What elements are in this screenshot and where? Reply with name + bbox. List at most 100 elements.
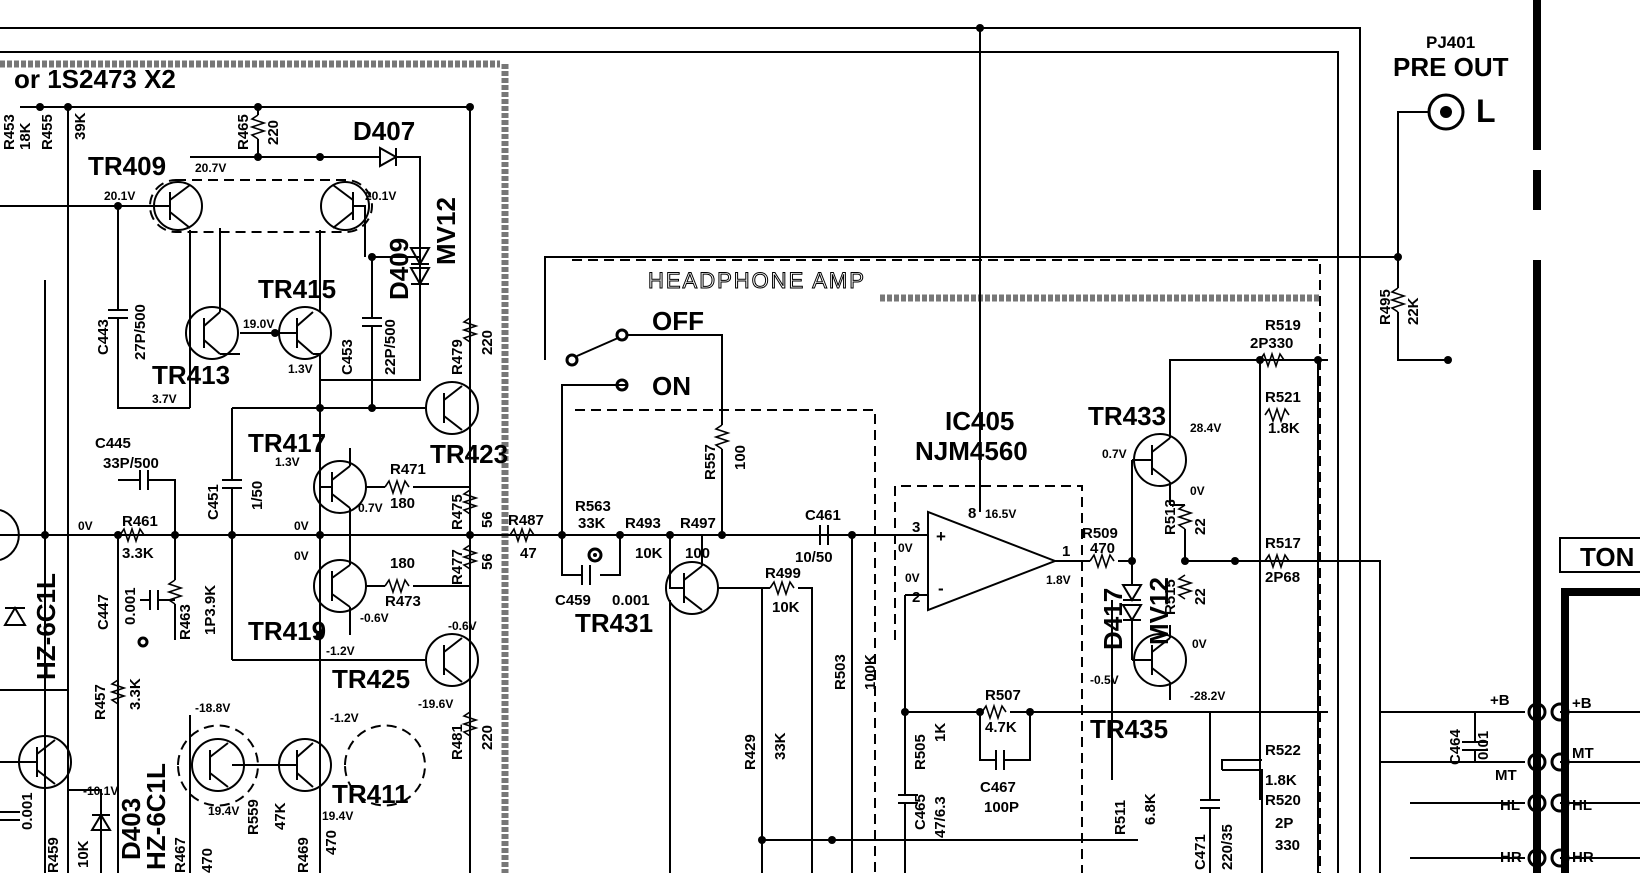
c453: C453 22P/500: [339, 257, 399, 408]
r477-value: 56: [479, 553, 496, 570]
ic-v0d: 0V: [898, 541, 913, 555]
tr417-ve: 0V: [294, 519, 309, 533]
r505-c465: R505 1K C465 47/6.3: [898, 712, 949, 873]
tr415-ve: 1.3V: [288, 362, 313, 376]
tr417: TR417 1.3V 0V 0.7V R471 180: [248, 408, 470, 873]
c447-label: C447: [95, 594, 112, 630]
r465-value: 220: [265, 120, 282, 145]
r507-label: R507: [985, 687, 1021, 704]
c465-label: C465: [912, 794, 929, 830]
tr415-vb: 19.0V: [243, 317, 274, 331]
c453-value: 22P/500: [382, 319, 399, 375]
r557: R557 100: [702, 424, 749, 535]
r475-r477: R475 56 R477 56: [449, 489, 496, 585]
ic-pin1: 1: [1062, 543, 1070, 560]
r517-value: 2P68: [1265, 569, 1300, 586]
c445: C445 33P/500: [95, 435, 176, 535]
board-outline: [0, 27, 1361, 873]
c443: C443 27P/500 3.7V: [95, 206, 190, 409]
opamp-icon: [927, 510, 1058, 612]
c453-label: C453: [339, 339, 356, 375]
bus-plus-b-right: +B: [1572, 695, 1592, 712]
tr415-label: TR415: [258, 274, 336, 304]
transistor-icon: [320, 181, 370, 231]
transistor-icon: [425, 381, 479, 435]
r477-label: R477: [449, 549, 466, 585]
r461-label: R461: [122, 513, 158, 530]
r520-value2: 330: [1275, 837, 1300, 854]
r557-value: 100: [732, 445, 749, 470]
tr417-label: TR417: [248, 428, 326, 458]
r455-value: 39K: [72, 112, 89, 140]
r511-value: 6.8K: [1142, 793, 1159, 825]
r473-label: R473: [385, 593, 421, 610]
tone-label: TON: [1580, 542, 1634, 572]
v-0v-a: 0V: [78, 519, 93, 533]
diode-icon: [379, 146, 399, 168]
r499-label: R499: [765, 565, 801, 582]
r479-value: 220: [479, 330, 496, 355]
r511: R511 6.8K: [1111, 600, 1159, 841]
c471: C471 220/35: [1192, 712, 1263, 873]
connector-ref: PJ401: [1426, 33, 1475, 52]
r519-value: 2P330: [1250, 335, 1293, 352]
c445-value: 33P/500: [103, 455, 159, 472]
r469-label: R469: [295, 837, 312, 873]
tr411-v194a: 19.4V: [208, 804, 239, 818]
r463-value: 1P3.9K: [202, 585, 219, 635]
r459-value: 10K: [75, 840, 92, 868]
c459-value: 0.001: [612, 592, 650, 609]
r509: R509 470: [1082, 525, 1136, 570]
ic-v0e: 0V: [905, 571, 920, 585]
ic-plus: +: [936, 527, 946, 546]
diode-icon: [409, 267, 431, 287]
tr433: TR433 28.4V 0.7V 0V R513 22: [1088, 359, 1328, 565]
r495-label: R495: [1377, 289, 1394, 325]
tr413-label: TR413: [152, 360, 230, 390]
r522-value: 1.8K: [1265, 772, 1297, 789]
tr409-vb: 20.1V: [104, 189, 135, 203]
r453-value: 18K: [17, 122, 34, 150]
tr425: -0.6V TR425 -19.6V R481 220: [232, 619, 496, 760]
r505-label: R505: [912, 734, 929, 770]
tr409-vb2: 20.1V: [365, 189, 396, 203]
r457-label: R457: [92, 684, 109, 720]
r457-value: 3.3K: [127, 678, 144, 710]
tr419-label: TR419: [248, 616, 326, 646]
r459-label: R459: [45, 837, 62, 873]
ic-minus: -: [938, 579, 944, 598]
bottom-left: 0.001 R459 10K -10.1V R457 3.3K D403 HZ-…: [0, 678, 189, 873]
tr415: TR415 19.0V 1.3V: [240, 230, 336, 408]
r520-value: 2P: [1275, 815, 1293, 832]
r563-value: 33K: [578, 515, 606, 532]
r522-label: R522: [1265, 742, 1301, 759]
r521-value: 1.8K: [1268, 420, 1300, 437]
c451-value: 1/50: [249, 481, 266, 510]
r513-label: R513: [1162, 499, 1179, 535]
tr409: TR409 20.7V 20.1V 20.1V: [0, 151, 396, 257]
headphone-switch: OFF ON: [561, 306, 876, 873]
transistor-icon: [185, 306, 239, 360]
tr417-vb: 1.3V: [275, 455, 300, 469]
tr411-v194b: 19.4V: [322, 809, 353, 823]
tr435-vb: -0.5V: [1090, 673, 1119, 687]
r487-value: 47: [520, 545, 537, 562]
d403-part: HZ-6C1L: [141, 763, 171, 870]
tr433-vc: 28.4V: [1190, 421, 1221, 435]
r453-label: R453: [1, 114, 18, 150]
r499-value: 10K: [772, 599, 800, 616]
tr435-ve: 0V: [1192, 637, 1207, 651]
tr425-ve: -19.6V: [418, 697, 453, 711]
r455-label: R455: [39, 114, 56, 150]
tr419-ve: -0.6V: [360, 611, 389, 625]
c443-value: 27P/500: [132, 304, 149, 360]
transistor-icon: [425, 633, 479, 687]
tr433-vb: 0.7V: [1102, 447, 1127, 461]
tr419-vc: -1.2V: [326, 644, 355, 658]
r497-label: R497: [680, 515, 716, 532]
r507-value: 4.7K: [985, 719, 1017, 736]
tr413-v: 3.7V: [152, 392, 177, 406]
r429-label: R429: [742, 734, 759, 770]
c461-label: C461: [805, 507, 841, 524]
tr409-label: TR409: [88, 151, 166, 181]
